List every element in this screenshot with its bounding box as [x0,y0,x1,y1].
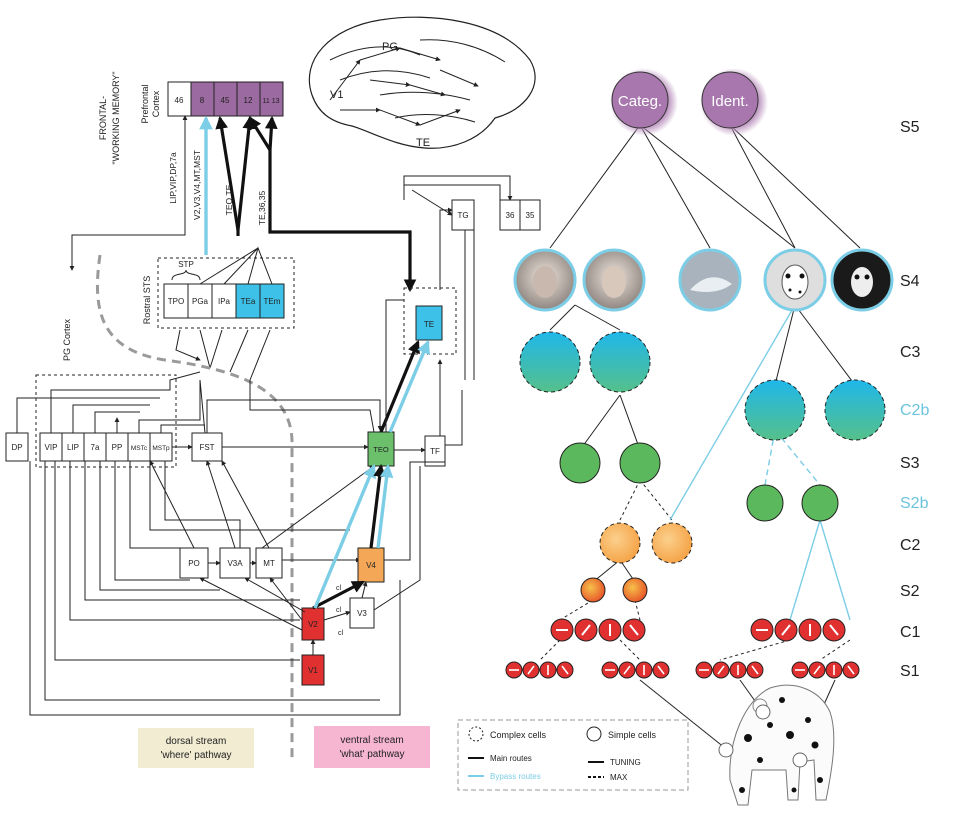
brain-illustration: PG V1 TE [308,16,536,149]
prefrontal-boxes: 46 8 45 12 11 13 [167,81,284,117]
c2b-nodes [744,379,886,441]
box-36: 36 [506,211,515,220]
box-mt: MT [263,559,275,568]
c1-nodes [550,618,846,642]
frontal-label: FRONTAL- [98,96,108,140]
teo-box [367,431,395,467]
pf-box-12: 12 [244,96,253,105]
box-v3a: V3A [227,559,243,568]
box-teo: TEO [373,445,389,454]
brain-label-pg: PG [382,41,398,53]
pf-box-8: 8 [200,96,205,105]
cl-mark-1: cl [336,585,342,592]
dorsal-stream-box [138,728,254,768]
legend-tuning: TUNING [610,758,641,767]
layer-s3: S3 [900,455,920,472]
s2b-nodes [746,484,839,522]
legend-simple: Simple cells [608,730,657,740]
brain-label-v1: V1 [330,89,343,101]
box-po: PO [188,559,200,568]
layer-s2: S2 [900,583,920,600]
box-v4: V4 [366,561,376,570]
s2-nodes [580,577,648,603]
s1-nodes [505,661,860,679]
dorsal-stream-sub: 'where' pathway [160,750,231,761]
layer-s2b: S2b [900,495,929,512]
sts-box-tem: TEm [264,297,281,306]
c2-nodes [599,522,693,564]
legend-max: MAX [610,773,628,782]
layer-c3: C3 [900,344,921,361]
box-dp: DP [11,443,22,452]
box-fst: FST [199,443,214,452]
box-mstp: MSTp [152,445,170,452]
dorsal-stream-title: dorsal stream [166,736,227,747]
working-memory-label: "WORKING MEMORY" [111,71,121,164]
layer-s5: S5 [900,119,920,136]
c3-nodes [519,331,651,393]
s3-nodes [559,442,661,484]
cl-mark-2: cl [336,607,342,614]
box-35: 35 [526,211,535,220]
pf-box-46: 46 [175,96,184,105]
vert-label-v2v3: V2,V3,V4,MT,MST [192,150,202,220]
ident-node-label: Ident. [711,93,749,110]
box-v1: V1 [308,666,318,675]
cl-mark-3: cl [338,630,344,637]
vert-label-teo: TEO,TE [224,184,234,215]
te-box [415,305,443,341]
sts-box-tea: TEa [241,297,256,306]
sts-box-pga: PGa [192,297,209,306]
brain-label-te: TE [416,137,430,149]
prefrontal-label: Prefrontal [140,84,150,123]
temporal-pole-boxes: TG 36 35 [451,199,541,231]
ventral-stream-sub: 'what' pathway [340,749,405,760]
layer-c1: C1 [900,624,921,641]
sts-box-tpo: TPO [168,297,184,306]
sts-box-ipa: IPa [218,297,231,306]
box-v2: V2 [308,620,318,629]
s4-image-nodes [513,248,894,312]
cortex-label: Cortex [151,90,161,117]
categ-node-label: Categ. [618,93,662,110]
pg-cortex-label: PG Cortex [62,318,72,361]
vert-label-te36: TE,36,35 [257,190,267,225]
box-vip: VIP [45,443,58,452]
layer-labels: S5 S4 C3 C2b S3 S2b C2 S2 C1 S1 [900,119,929,680]
ventral-stream-box [314,726,430,768]
layer-c2: C2 [900,537,921,554]
stp-label: STP [178,260,194,269]
vert-label-lip: LIP,VIP,DP,7a [168,152,178,204]
mid-row-boxes: PO V3A MT [179,547,283,579]
box-pp: PP [112,443,123,452]
sts-boxes: TPO PGa IPa TEa TEm [163,283,285,319]
box-lip: LIP [67,443,79,452]
legend-main: Main routes [490,754,532,763]
rostral-sts-label: Rostral STS [142,276,152,325]
pf-box-45: 45 [221,96,230,105]
box-tf: TF [430,447,440,456]
box-7a: 7a [91,443,100,452]
box-tg: TG [457,211,468,220]
box-mstc: MSTc [131,445,148,452]
layer-s4: S4 [900,273,920,290]
legend-complex: Complex cells [490,730,547,740]
pf-box-11-13: 11 13 [263,98,280,105]
layer-s1: S1 [900,663,920,680]
legend: Complex cells Simple cells Main routes T… [457,719,689,791]
ventral-stream-title: ventral stream [340,735,403,746]
dalmatian-illustration [718,684,835,806]
dorsal-row-boxes: DP VIP LIP 7a PP MSTc MSTp [5,432,173,462]
layer-c2b: C2b [900,402,929,419]
te-box-label: TE [424,320,434,329]
legend-bypass: Bypass routes [490,772,541,781]
s5-nodes: Categ. Ident. [610,68,768,136]
box-v3: V3 [357,609,367,618]
frontal-title: FRONTAL- "WORKING MEMORY" Prefrontal Cor… [98,71,161,164]
